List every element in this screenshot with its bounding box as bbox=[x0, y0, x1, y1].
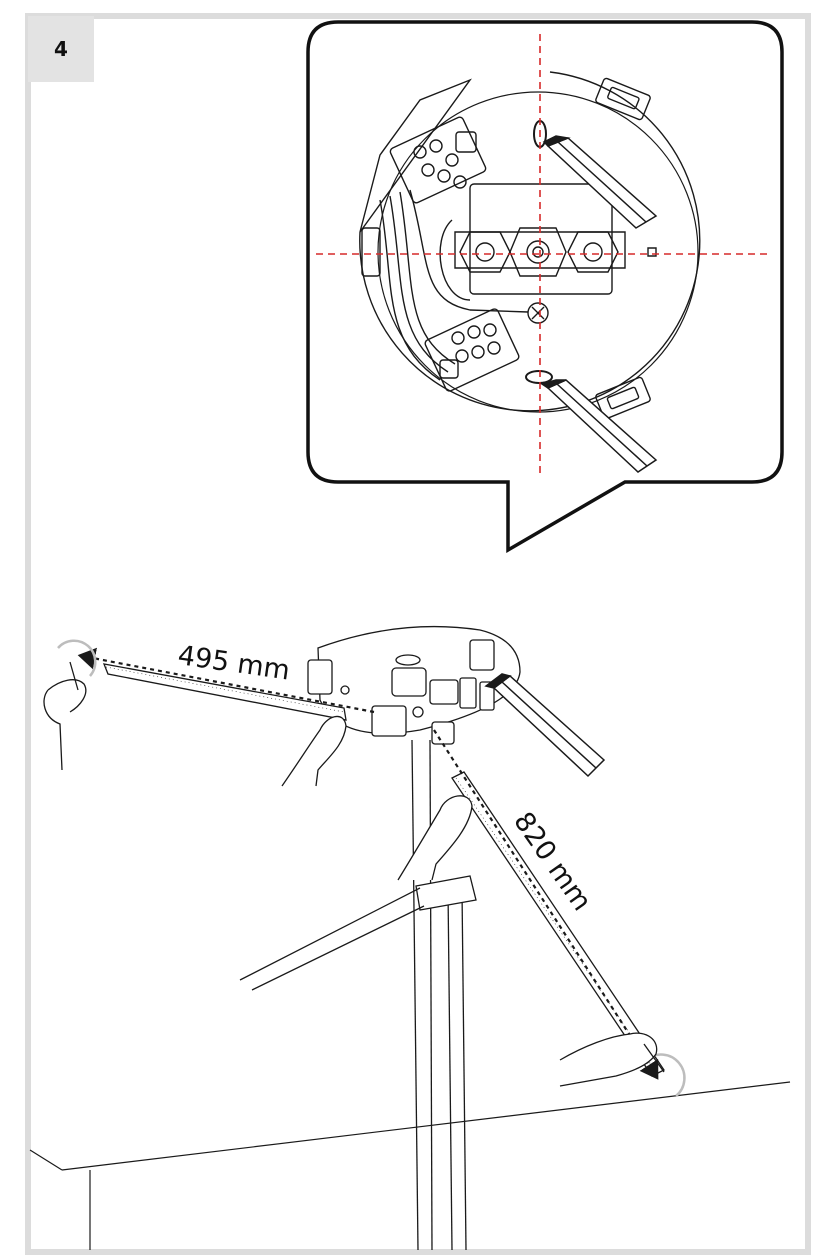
screw-icon bbox=[527, 302, 549, 324]
mounting-slot-left bbox=[361, 227, 381, 277]
mounting-slot-top bbox=[595, 77, 651, 121]
dimension-line-495 bbox=[77, 647, 375, 714]
marking-hole-bottom bbox=[525, 370, 553, 384]
pencil-icon-lower bbox=[540, 379, 658, 473]
ruler-right bbox=[451, 771, 665, 1077]
mark-circle-left bbox=[57, 639, 97, 677]
ceiling-outline bbox=[29, 1081, 791, 1250]
pencil-icon bbox=[542, 135, 658, 229]
ceiling-plate-detail bbox=[359, 71, 701, 420]
detail-callout bbox=[306, 20, 784, 554]
bracket-nuts bbox=[459, 227, 619, 277]
alignment-guides bbox=[316, 34, 772, 474]
mounting-slot-bottom bbox=[595, 376, 651, 420]
step-number-badge: 4 bbox=[28, 16, 94, 82]
terminal-block-icon bbox=[389, 116, 487, 204]
ruler-left bbox=[102, 663, 347, 721]
page-frame bbox=[25, 13, 811, 1255]
pencil-icon-main bbox=[484, 673, 606, 778]
ceiling-plate-main bbox=[307, 625, 521, 745]
hand-icon bbox=[43, 661, 665, 1087]
terminal-block-lower bbox=[424, 308, 520, 392]
